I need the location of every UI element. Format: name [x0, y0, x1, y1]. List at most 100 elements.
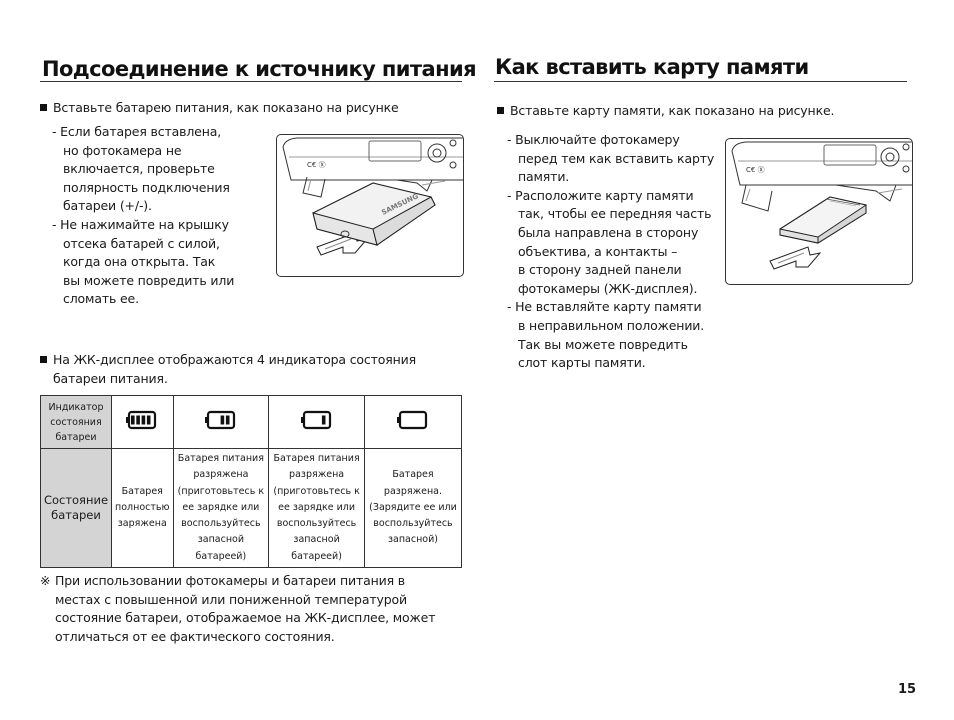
battery-low-icon: [300, 410, 331, 430]
desc-line: запасной: [197, 534, 245, 546]
list-item: отсека батарей с силой,: [63, 235, 220, 251]
list-item: - Не нажимайте на крышку: [52, 216, 229, 232]
bullet-square-icon: [40, 356, 47, 363]
battery-bar: [225, 415, 230, 425]
battery-bar: [136, 415, 141, 425]
list-item: слот карты памяти.: [518, 355, 646, 371]
right-instructions-list: - Выключайте фотокамеру перед тем как вс…: [507, 131, 714, 373]
status-desc-low: Батарея питания разряжена (приготовьтесь…: [268, 448, 365, 568]
list-item: в сторону задней панели: [518, 262, 682, 278]
list-item: фотокамеры (ЖК-дисплея).: [518, 280, 698, 296]
desc-line: полностью: [115, 501, 170, 513]
list-item: но фотокамера не: [63, 142, 182, 158]
status-label-line: Состояние: [43, 493, 109, 507]
ce-mark: C€ Ⓧ: [746, 166, 765, 174]
right-section-title: Как вставить карту памяти: [495, 55, 809, 79]
desc-line: Батарея питания: [273, 453, 360, 465]
desc-line: заряжена: [117, 518, 167, 530]
right-bullet-1-text: Вставьте карту памяти, как показано на р…: [510, 103, 835, 118]
list-item: когда она открыта. Так: [63, 254, 216, 270]
table-header-status: Состояние батареи: [40, 448, 112, 568]
left-bullet-1: Вставьте батарею питания, как показано н…: [40, 99, 399, 118]
desc-line: (Зарядите ее или: [369, 501, 457, 513]
battery-bar: [321, 415, 326, 425]
desc-line: (приготовьтесь к: [177, 485, 265, 497]
left-bullet-1-text: Вставьте батарею питания, как показано н…: [53, 100, 399, 115]
desc-line: запасной: [293, 534, 340, 546]
battery-half-icon: [204, 410, 235, 430]
desc-line: (приготовьтесь к: [273, 485, 360, 497]
header-line: состояния: [50, 416, 102, 428]
bullet-square-icon: [497, 107, 504, 114]
page-number: 15: [898, 682, 917, 697]
desc-line: воспользуйтесь: [181, 518, 261, 530]
note-line: местах с повышенной или пониженной темпе…: [55, 591, 407, 607]
list-item: объектива, а контакты –: [518, 243, 678, 259]
list-item: - Расположите карту памяти: [507, 187, 694, 203]
note-line: отличаться от ее фактического состояния.: [55, 628, 335, 644]
left-bullet-2: На ЖК-дисплее отображаются 4 индикатора …: [40, 351, 416, 388]
list-item: - Выключайте фотокамеру: [507, 132, 680, 147]
battery-level-cell: [172, 395, 270, 449]
list-item: включается, проверьте: [63, 161, 215, 177]
battery-empty-icon: [396, 410, 428, 430]
battery-status-table: Индикатор состояния батареи Состояние ба…: [40, 395, 463, 568]
desc-line: воспользуйтесь: [276, 518, 357, 530]
note-line: состояние батареи, отображаемое на ЖК-ди…: [55, 610, 436, 626]
desc-line: Батарея питания: [177, 453, 264, 465]
note-line: При использовании фотокамеры и батареи п…: [55, 573, 406, 588]
desc-line: Батарея: [121, 485, 163, 497]
list-item: - Если батарея вставлена,: [52, 124, 222, 139]
battery-tip: [300, 417, 304, 423]
list-item: перед тем как вставить карту: [518, 150, 715, 166]
desc-line: разряжена.: [383, 485, 443, 497]
battery-level-cell: [268, 395, 365, 449]
list-item: полярность подключения: [63, 179, 230, 195]
status-desc-half: Батарея питания разряжена (приготовьтесь…: [172, 448, 270, 568]
list-item: так, чтобы ее передняя часть: [518, 206, 712, 222]
list-item: была направлена в сторону: [518, 224, 699, 240]
right-bullet-1: Вставьте карту памяти, как показано на р…: [497, 102, 834, 121]
battery-level-cell: [363, 395, 463, 449]
desc-line: батареей): [291, 550, 342, 562]
list-item: Так вы можете повредить: [518, 336, 688, 352]
left-bullet-2-line: На ЖК-дисплее отображаются 4 индикатора …: [53, 352, 417, 367]
left-section-title: Подсоединение к источнику питания: [42, 57, 477, 81]
left-instructions-list: - Если батарея вставлена, но фотокамера …: [52, 123, 234, 309]
list-item: вы можете повредить или: [63, 272, 235, 288]
status-desc-full: Батарея полностью заряжена: [111, 448, 174, 568]
list-item: батареи (+/-).: [63, 198, 152, 214]
battery-tip: [396, 417, 400, 423]
left-note: ※При использовании фотокамеры и батареи …: [40, 572, 435, 646]
battery-bar: [141, 415, 146, 425]
left-title-rule: [40, 81, 462, 82]
desc-line: разряжена: [193, 469, 249, 481]
battery-body: [302, 410, 331, 430]
desc-line: воспользуйтесь: [373, 518, 453, 530]
desc-line: батареей): [195, 550, 247, 562]
battery-tip: [126, 417, 130, 423]
battery-bar: [131, 415, 135, 425]
memory-card-insertion-illustration: C€ Ⓧ: [725, 138, 913, 285]
desc-line: запасной): [387, 534, 438, 546]
desc-line: разряжена: [289, 469, 345, 481]
camera-battery-drawing: C€ Ⓧ SAMSUNG: [282, 137, 463, 256]
list-item: памяти.: [518, 169, 570, 185]
camera-card-drawing: C€ Ⓧ: [731, 141, 912, 270]
list-item: сломать ее.: [63, 291, 139, 307]
battery-insertion-illustration: C€ Ⓧ SAMSUNG: [276, 134, 464, 277]
desc-line: ее зарядке или: [182, 501, 260, 513]
desc-line: Батарея: [392, 469, 434, 481]
battery-full-icon: [126, 410, 157, 430]
battery-body: [398, 410, 428, 430]
desc-line: ее зарядке или: [278, 501, 356, 513]
right-title-rule: [494, 81, 907, 82]
left-bullet-2-line: батареи питания.: [53, 370, 168, 386]
header-line: батареи: [55, 431, 97, 443]
battery-bar: [220, 415, 225, 425]
table-row: Индикатор состояния батареи: [40, 395, 463, 449]
battery-level-cell: [111, 395, 174, 449]
list-item: - Не вставляйте карту памяти: [507, 299, 702, 315]
status-desc-empty: Батарея разряжена. (Зарядите ее или восп…: [363, 448, 463, 568]
table-row: Состояние батареи Батарея полностью заря…: [40, 448, 463, 568]
